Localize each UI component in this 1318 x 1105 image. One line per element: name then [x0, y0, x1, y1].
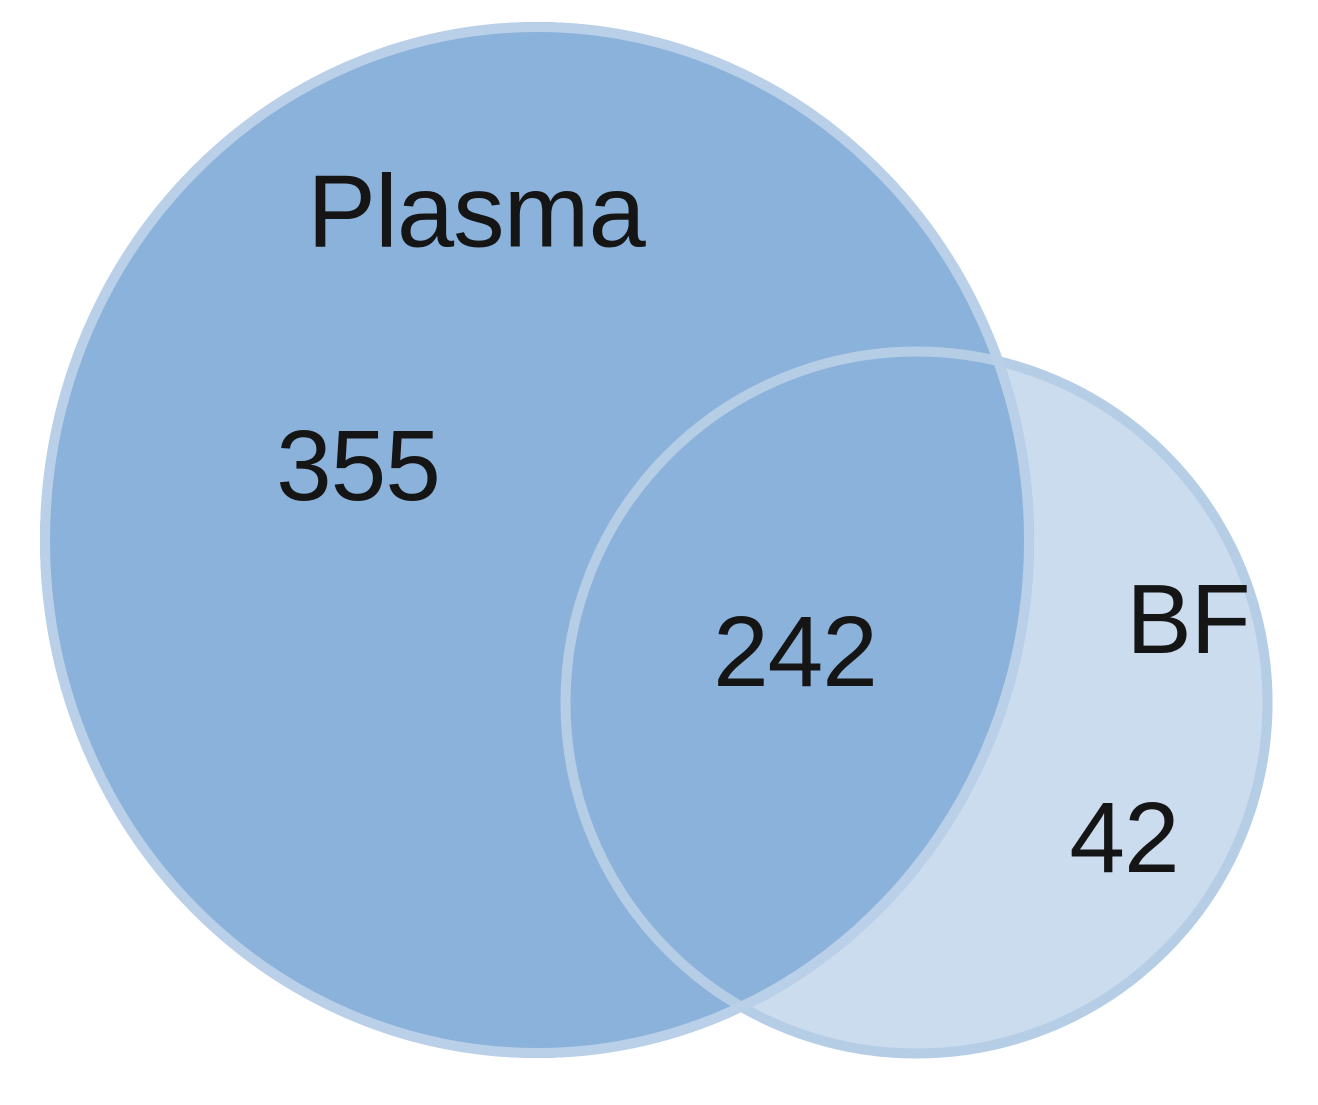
plasma-circle-outline [40, 22, 1034, 1058]
plasma-set-label: Plasma [307, 153, 645, 269]
plasma-circle-fill [40, 22, 1034, 1058]
intersection-count: 242 [713, 596, 878, 708]
bf-unique-count: 42 [1069, 782, 1179, 894]
bf-set-label: BF [1126, 564, 1250, 674]
bf-circle-outline [560, 346, 1273, 1059]
plasma-unique-count: 355 [276, 410, 441, 522]
